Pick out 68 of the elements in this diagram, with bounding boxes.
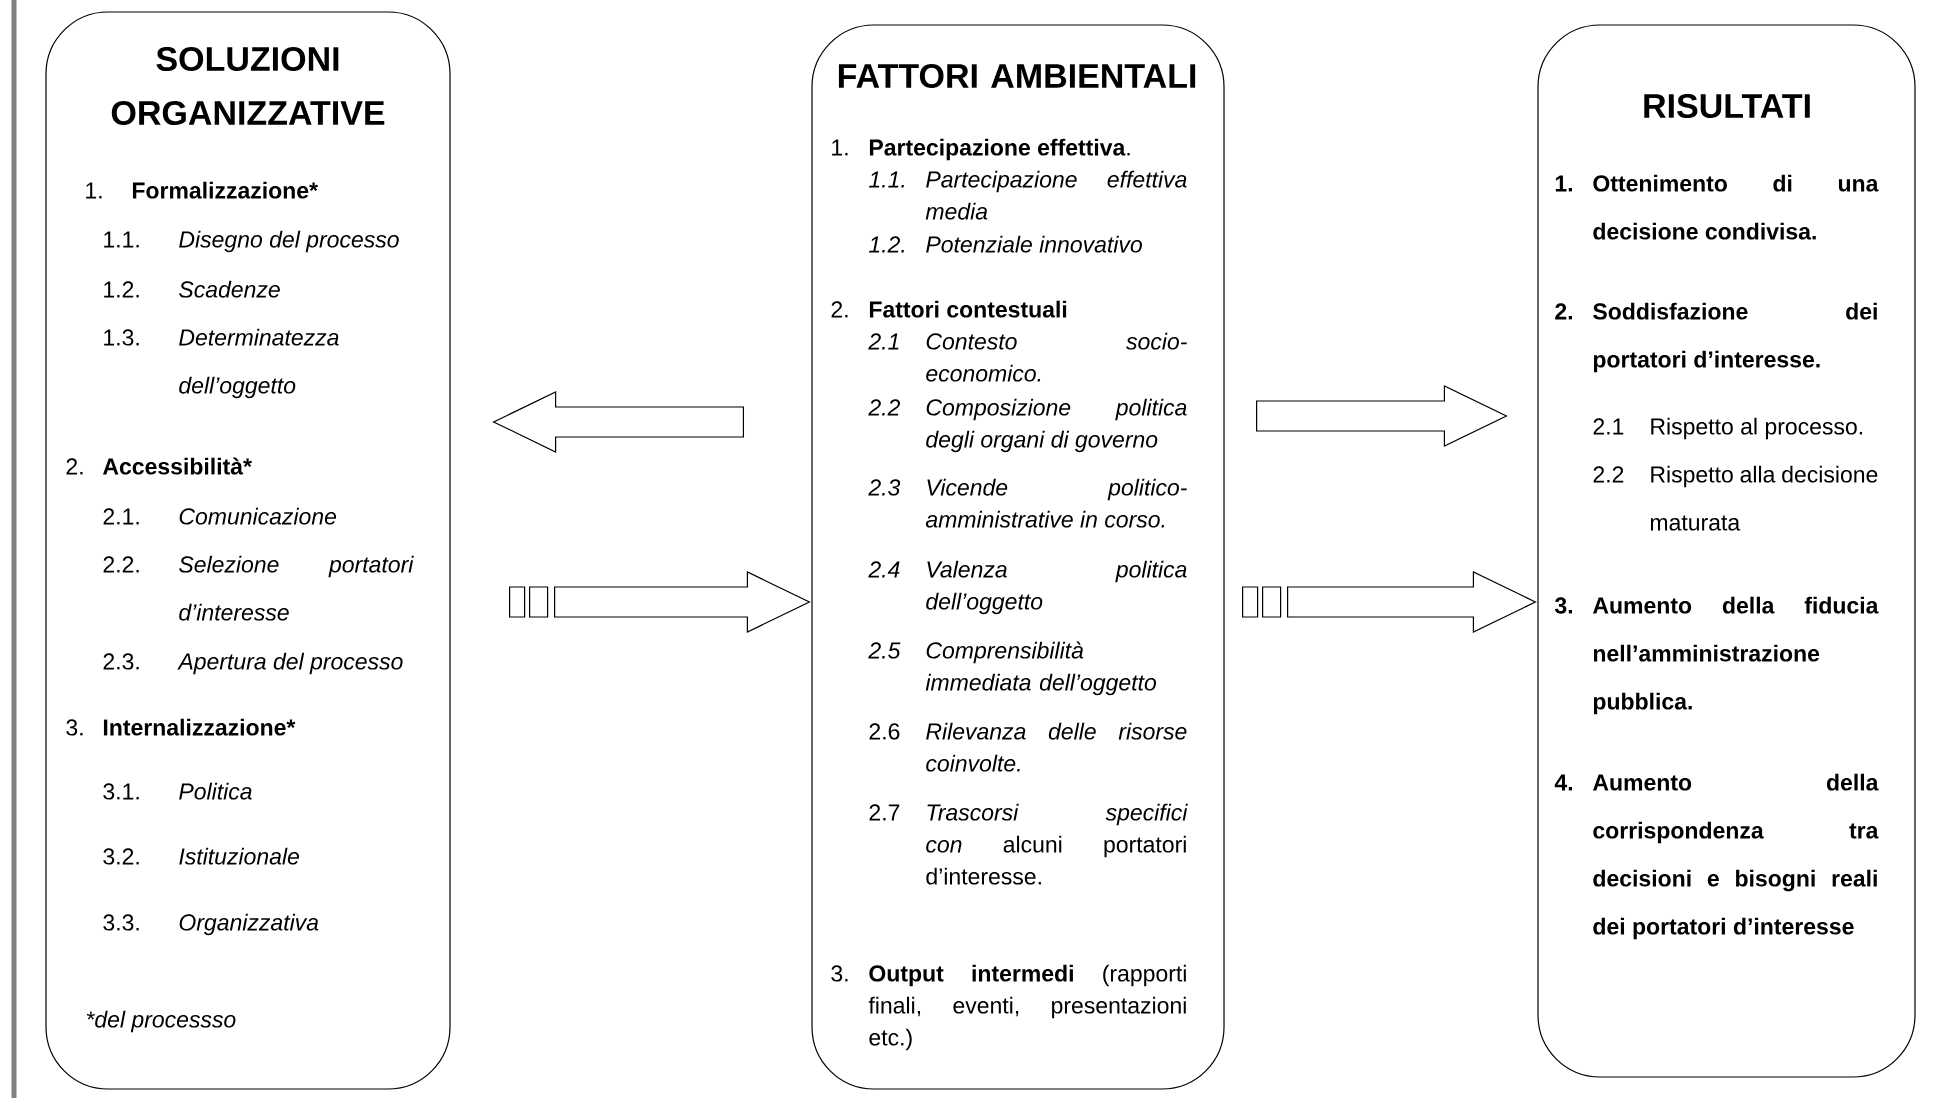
list-number: 2.3 bbox=[868, 479, 901, 496]
list-number: 1. bbox=[832, 139, 848, 156]
list-number: 2.1 bbox=[868, 333, 899, 350]
list-item: Aumento della fiducia nell’amministrazione pubblica. bbox=[1593, 596, 1879, 715]
block-arrow bbox=[1287, 571, 1537, 633]
list-item: Vicende politico-amministrative in corso. bbox=[925, 478, 1187, 528]
list-item: Formalizzazione* bbox=[132, 181, 318, 199]
list-item: Fattori contestuali bbox=[869, 300, 1067, 318]
list-item: Accessibilità* bbox=[102, 457, 252, 475]
list-number: 2. bbox=[1555, 303, 1572, 320]
list-number: 1.2. bbox=[104, 281, 139, 298]
list-item: Partecipazione effettiva. bbox=[869, 138, 1130, 161]
heading: RISULTATI bbox=[1644, 93, 1810, 119]
list-item: *del processso bbox=[86, 1010, 236, 1033]
list-number: 3.2. bbox=[103, 848, 139, 865]
list-item: Organizzativa bbox=[179, 913, 319, 936]
list-item: Potenziale innovativo bbox=[926, 235, 1142, 253]
heading: FATTORI AMBIENTALI bbox=[838, 63, 1196, 89]
list-number: 2.4 bbox=[868, 561, 900, 578]
list-item: Partecipazione effettiva media bbox=[925, 170, 1187, 220]
list-number: 1.2. bbox=[869, 236, 904, 253]
list-number: 3. bbox=[1554, 597, 1572, 614]
list-item: Soddisfazione dei portatori d’interesse. bbox=[1593, 302, 1877, 373]
list-number: 4. bbox=[1554, 774, 1572, 791]
list-number: 3. bbox=[831, 965, 848, 982]
list-item: Istituzionale bbox=[179, 847, 299, 865]
list-number: 2.3. bbox=[103, 653, 139, 670]
list-number: 2.2 bbox=[868, 399, 901, 416]
list-number: 2.1 bbox=[1593, 418, 1624, 435]
list-item: Comprensibilità immediata dell’oggetto bbox=[925, 641, 1156, 696]
list-item: Contesto socio-economico. bbox=[926, 332, 1187, 382]
list-number: 1.1. bbox=[869, 171, 904, 188]
block-arrow bbox=[1256, 385, 1508, 447]
list-item: Valenza politica dell’oggetto bbox=[926, 560, 1187, 615]
list-item: Selezione portatori d’interesse bbox=[179, 555, 414, 621]
list-number: 1.1. bbox=[104, 231, 139, 248]
list-item: Scadenze bbox=[179, 280, 280, 298]
list-number: 1. bbox=[1555, 175, 1572, 192]
list-number: 2. bbox=[831, 301, 848, 318]
list-number: 2.7 bbox=[869, 804, 900, 821]
list-item: Disegno del processo bbox=[179, 230, 399, 253]
list-number: 2.2. bbox=[103, 556, 139, 573]
list-number: 3. bbox=[66, 719, 83, 736]
list-number: 2.2 bbox=[1593, 466, 1624, 483]
list-number: 3.3. bbox=[103, 914, 139, 931]
list-item: Comunicazione bbox=[179, 507, 337, 525]
list-item: Output intermedi (rapporti finali, eventi, presentazioni etc.) bbox=[868, 964, 1186, 1051]
list-item: Composizione politica degli organi di governo bbox=[926, 398, 1187, 453]
list-item: Internalizzazione* bbox=[103, 718, 296, 736]
list-number: 1. bbox=[86, 182, 102, 199]
heading: SOLUZIONI ORGANIZZATIVE bbox=[111, 46, 385, 126]
list-item: Aumento della corrispondenza tra decisioni e bisogni reali dei portatori d’interesse bbox=[1593, 773, 1879, 940]
list-item: Rispetto alla decisione maturata bbox=[1650, 465, 1878, 531]
list-number: 2.1. bbox=[103, 508, 139, 525]
list-item: Trascorsi specifici con alcuni portatori d’interesse. bbox=[926, 803, 1188, 885]
list-number: 2.6 bbox=[869, 723, 900, 740]
list-number: 3.1. bbox=[103, 783, 139, 800]
list-item: Determinatezza dell’oggetto bbox=[179, 328, 339, 399]
list-item: Politica bbox=[179, 782, 252, 800]
list-number: 1.3. bbox=[104, 329, 139, 346]
list-item: Apertura del processo bbox=[177, 652, 403, 675]
list-item: Rispetto al processo. bbox=[1651, 417, 1863, 440]
block-arrow bbox=[492, 391, 744, 453]
list-item: Rilevanza delle risorse coinvolte. bbox=[926, 722, 1187, 772]
list-number: 2. bbox=[66, 458, 83, 475]
list-item: Ottenimento di una decisione condivisa. bbox=[1593, 174, 1879, 240]
list-number: 2.5 bbox=[868, 642, 901, 659]
block-arrow bbox=[554, 571, 811, 633]
